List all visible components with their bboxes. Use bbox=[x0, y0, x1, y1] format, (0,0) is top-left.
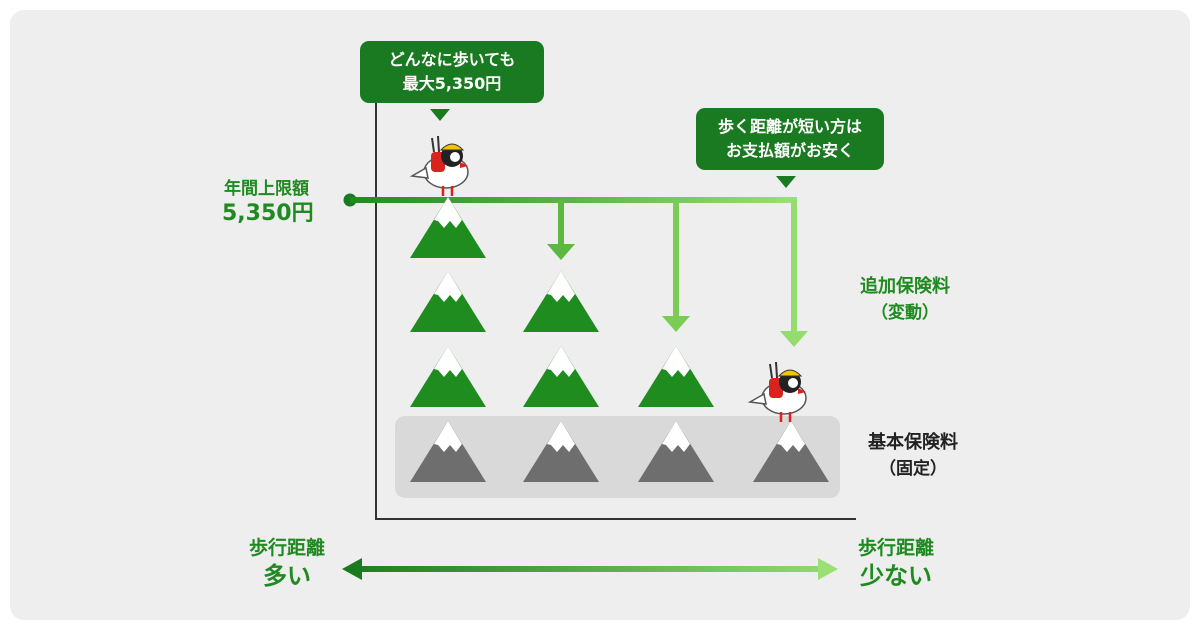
annual-cap-title: 年間上限額 bbox=[224, 179, 309, 199]
mountain-icon bbox=[523, 271, 599, 332]
annual-cap-value: 5,350円 bbox=[222, 201, 314, 226]
mountain-icon bbox=[410, 271, 486, 332]
distance-label-left: 歩行距離 bbox=[248, 537, 325, 559]
mountain-icon bbox=[410, 197, 486, 258]
short-distance-bubble: 歩く距離が短い方は お支払額がお安く bbox=[696, 108, 884, 170]
short-bubble-line2: お支払額がお安く bbox=[725, 141, 854, 160]
distance-more-label: 多い bbox=[263, 562, 311, 590]
mountain-icon bbox=[638, 346, 714, 407]
double-arrow-icon bbox=[342, 558, 838, 580]
base-premium-note: （固定） bbox=[879, 459, 947, 479]
max-bubble-line2: 最大5,350円 bbox=[402, 74, 502, 93]
distance-less-label: 少ない bbox=[860, 562, 932, 590]
mountain-icon bbox=[523, 346, 599, 407]
max-payment-bubble: どんなに歩いても 最大5,350円 bbox=[360, 41, 544, 103]
down-arrow-col3 bbox=[662, 200, 690, 332]
mascot-hiker-icon bbox=[748, 360, 808, 424]
short-bubble-line1: 歩く距離が短い方は bbox=[717, 117, 862, 136]
bubble-pointer bbox=[776, 176, 796, 188]
down-arrow-col2 bbox=[547, 200, 575, 260]
distance-label-right: 歩行距離 bbox=[857, 537, 934, 559]
mountain-icon bbox=[410, 346, 486, 407]
base-premium-band bbox=[395, 416, 840, 498]
mascot-hiker-icon bbox=[410, 134, 470, 198]
additional-premium-note: （変動） bbox=[871, 303, 939, 323]
max-bubble-line1: どんなに歩いても bbox=[388, 50, 516, 69]
base-premium-label: 基本保険料 bbox=[868, 432, 958, 453]
additional-premium-label: 追加保険料 bbox=[860, 276, 950, 297]
down-arrow-col4 bbox=[780, 200, 808, 347]
bubble-pointer bbox=[430, 109, 450, 121]
